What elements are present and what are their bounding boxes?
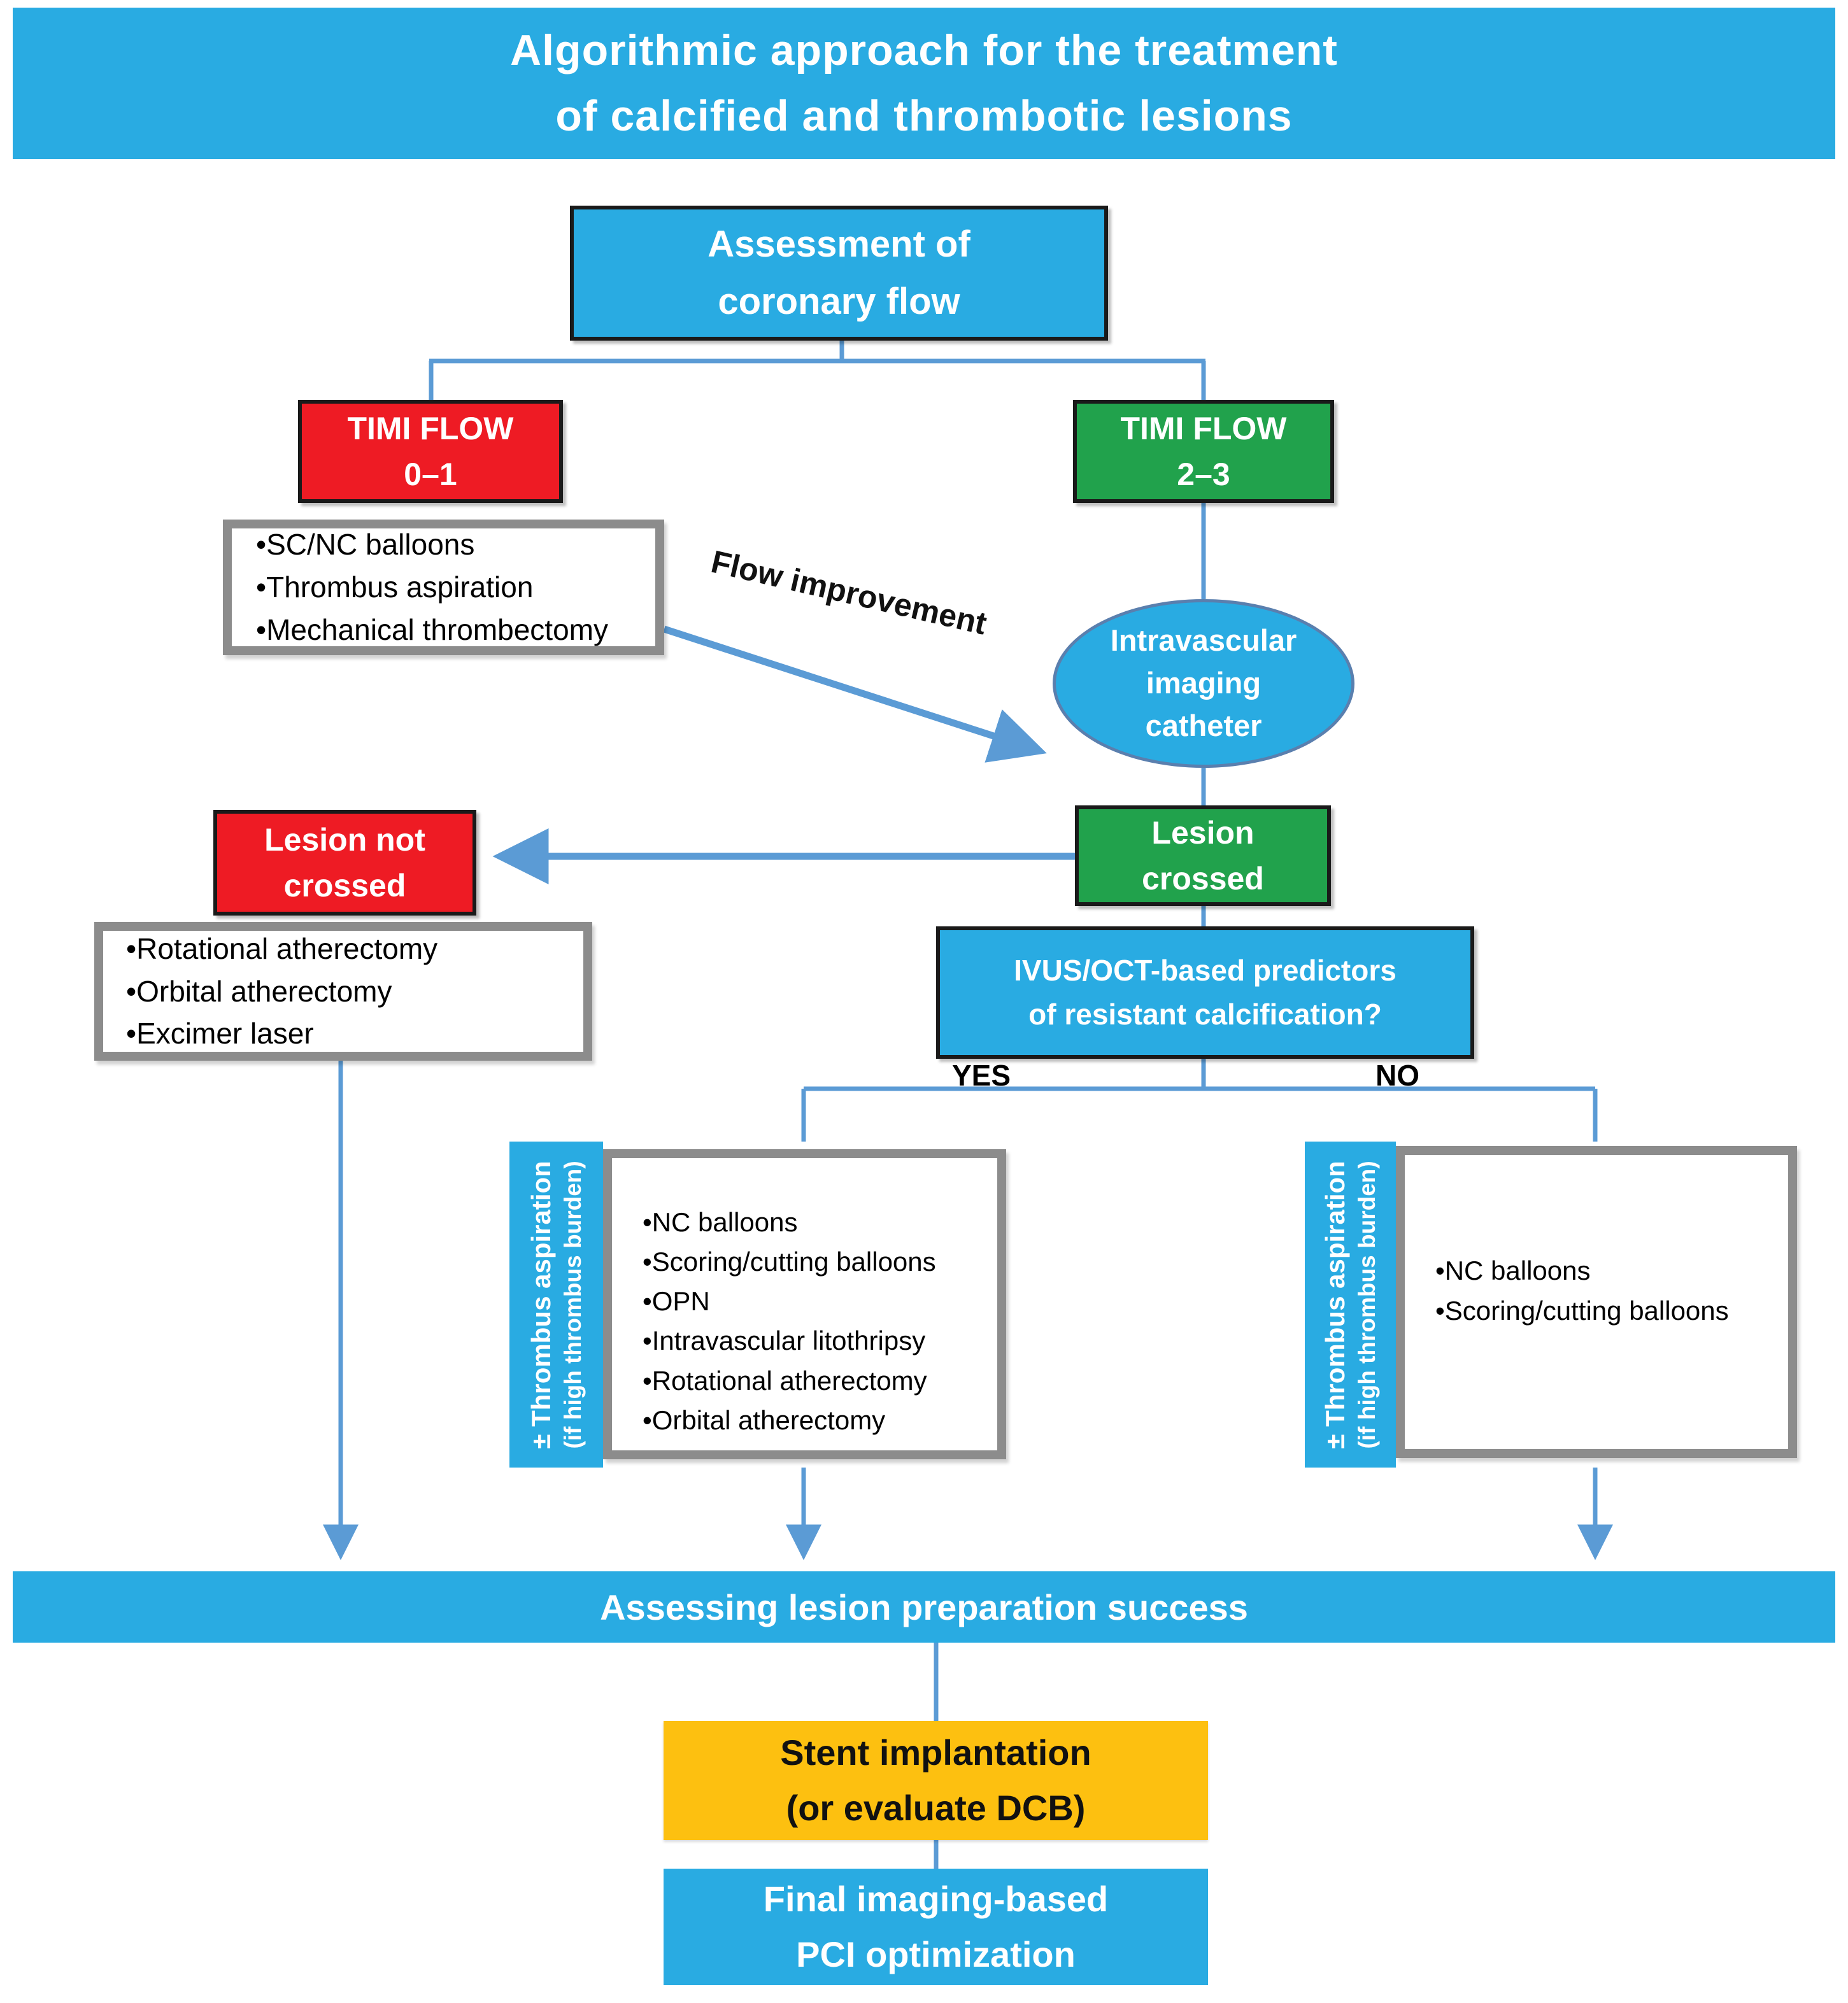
list-timi-0-1-options: •SC/NC balloons •Thrombus aspiration •Mech…: [223, 520, 664, 655]
node-assessment-coronary-flow: Assessment of coronary flow: [570, 206, 1108, 341]
list-item: •Orbital atherectomy: [643, 1405, 886, 1435]
title-line-2: of calcified and thrombotic lesions: [555, 92, 1293, 140]
sidebar-thrombus-aspiration-left: ± Thrombus aspiration (if high thrombus …: [509, 1142, 603, 1468]
list-item: •Excimer laser: [126, 1017, 314, 1051]
lesion-not-crossed-line-2: crossed: [283, 868, 406, 903]
catheter-line-3: catheter: [1145, 708, 1262, 742]
timi-2-3-line-1: TIMI FLOW: [1120, 410, 1287, 446]
assessing-banner-text: Assessing lesion preparation success: [600, 1587, 1248, 1627]
lesion-not-crossed-line-1: Lesion not: [264, 821, 425, 858]
node-stent-implantation: Stent implantation (or evaluate DCB): [664, 1721, 1208, 1840]
thrombus-sidebar-right-line-1: ± Thrombus aspiration: [1320, 1160, 1351, 1449]
list-item: •Intravascular litothripsy: [643, 1326, 926, 1356]
title-line-1: Algorithmic approach for the treatment: [510, 25, 1338, 74]
catheter-line-1: Intravascular: [1110, 623, 1297, 658]
thrombus-sidebar-left-line-2: (if high thrombus burden): [559, 1160, 586, 1449]
flow-improvement-arrow: [663, 625, 1047, 763]
list-item: •SC/NC balloons: [256, 528, 475, 562]
node-timi-flow-0-1: TIMI FLOW 0–1: [298, 400, 563, 503]
label-no: NO: [1375, 1059, 1419, 1092]
list-no-options: •NC balloons •Scoring/cutting balloons: [1396, 1146, 1797, 1458]
node-timi-flow-2-3: TIMI FLOW 2–3: [1073, 400, 1334, 503]
thrombus-sidebar-right-line-2: (if high thrombus burden): [1353, 1160, 1380, 1449]
stent-line-1: Stent implantation: [780, 1732, 1091, 1773]
ivus-line-2: of resistant calcification?: [1028, 998, 1382, 1031]
timi-0-1-line-2: 0–1: [404, 457, 457, 492]
timi-0-1-line-1: TIMI FLOW: [347, 410, 514, 446]
list-item: •Scoring/cutting balloons: [1435, 1296, 1729, 1326]
list-lesion-not-crossed-options: •Rotational atherectomy •Orbital atherect…: [94, 922, 592, 1061]
list-item: •Rotational atherectomy: [126, 931, 438, 965]
assessment-line-1: Assessment of: [707, 223, 970, 265]
catheter-line-2: imaging: [1146, 666, 1262, 700]
lesion-crossed-line-2: crossed: [1142, 861, 1264, 896]
final-line-1: Final imaging-based: [763, 1878, 1109, 1919]
list-item: •Rotational atherectomy: [643, 1365, 927, 1396]
list-item: •NC balloons: [643, 1207, 798, 1237]
timi-2-3-line-2: 2–3: [1177, 457, 1230, 492]
list-item: •OPN: [643, 1286, 710, 1317]
list-item: •Thrombus aspiration: [256, 570, 534, 604]
stent-line-2: (or evaluate DCB): [786, 1787, 1086, 1828]
label-flow-improvement: Flow improvement: [707, 543, 990, 642]
final-line-2: PCI optimization: [796, 1934, 1076, 1974]
sidebar-thrombus-aspiration-right: ± Thrombus aspiration (if high thrombus …: [1305, 1142, 1396, 1468]
label-yes: YES: [952, 1059, 1011, 1092]
list-item: •Orbital atherectomy: [126, 974, 392, 1008]
assessment-line-2: coronary flow: [718, 281, 960, 322]
list-item: •Scoring/cutting balloons: [643, 1247, 936, 1277]
node-ivus-oct-question: IVUS/OCT-based predictors of resistant c…: [936, 926, 1474, 1059]
list-item: •Mechanical thrombectomy: [256, 612, 608, 646]
thrombus-sidebar-left-line-1: ± Thrombus aspiration: [526, 1160, 557, 1449]
node-lesion-crossed: Lesion crossed: [1075, 805, 1331, 906]
node-lesion-not-crossed: Lesion not crossed: [213, 810, 476, 916]
node-final-pci-optimization: Final imaging-based PCI optimization: [664, 1869, 1208, 1985]
lesion-crossed-line-1: Lesion: [1151, 814, 1255, 851]
banner-assessing-lesion-preparation: Assessing lesion preparation success: [13, 1571, 1835, 1643]
list-yes-options: •NC balloons •Scoring/cutting balloons •OP…: [603, 1149, 1006, 1459]
ivus-line-1: IVUS/OCT-based predictors: [1014, 954, 1397, 987]
list-item: •NC balloons: [1435, 1256, 1591, 1285]
node-intravascular-imaging-catheter: Intravascular imaging catheter: [1053, 599, 1354, 768]
title-banner: Algorithmic approach for the treatment o…: [13, 8, 1835, 159]
